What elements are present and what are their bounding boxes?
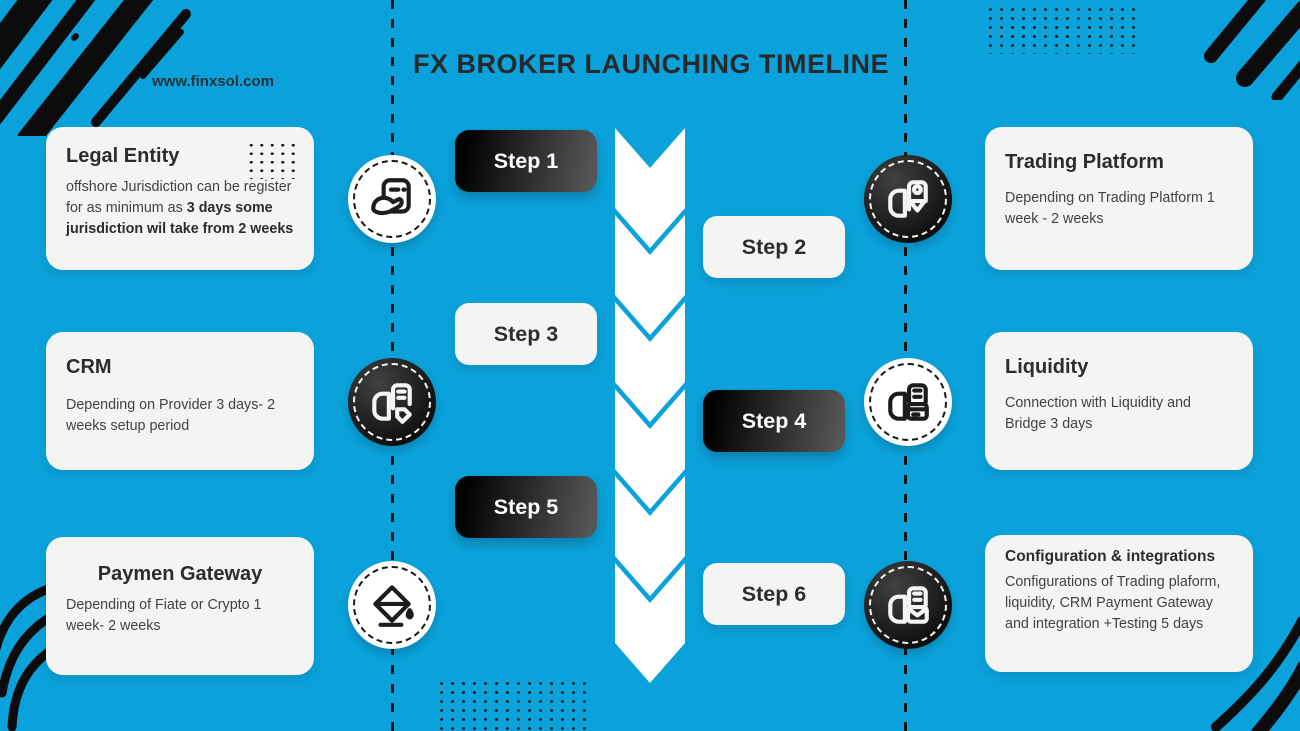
step-4-badge: Step 4 [703, 390, 845, 452]
card-crm: CRM Depending on Provider 3 days- 2 week… [46, 332, 314, 470]
card-liquidity-title: Liquidity [1005, 356, 1089, 378]
dashed-ring [353, 363, 431, 441]
card-payment-gateway-body: Depending of Fiate or Crypto 1 week- 2 w… [66, 597, 262, 635]
card-liquidity-body: Connection with Liquidity and Bridge 3 d… [1005, 395, 1191, 433]
payment-pour-icon [373, 585, 414, 627]
website-url: www.finxsol.com [152, 73, 274, 90]
card-legal-entity: Legal Entity offshore Jurisdiction can b… [46, 127, 314, 270]
step-5-label: Step 5 [493, 494, 559, 519]
dashed-ring [869, 160, 947, 238]
dashed-ring [869, 566, 947, 644]
card-crm-body: Depending on Provider 3 days- 2 weeks se… [66, 397, 276, 435]
step-1-label: Step 1 [493, 148, 559, 173]
hand-document-icon [371, 178, 411, 216]
trading-platform-icon-circle [864, 155, 952, 243]
step-2-badge: Step 2 [703, 216, 845, 278]
step-6-label: Step 6 [741, 581, 807, 606]
document-card-icon [888, 383, 929, 421]
card-trading-platform: Trading Platform Depending on Trading Pl… [985, 127, 1253, 270]
dot-grid-bottom-center [436, 679, 586, 731]
card-payment-gateway-title: Paymen Gateway [97, 563, 263, 585]
legal-entity-icon-circle [348, 155, 436, 243]
card-liquidity: Liquidity Connection with Liquidity and … [985, 332, 1253, 470]
page-title: FX BROKER LAUNCHING TIMELINE [413, 49, 889, 79]
step-2-label: Step 2 [741, 234, 807, 259]
legal-body-prefix: offshore Jurisdiction can be register fo… [66, 179, 292, 217]
document-tag-icon [372, 383, 412, 424]
card-legal-entity-title: Legal Entity [66, 145, 180, 167]
dot-grid-legal-card [246, 141, 302, 179]
timeline-arrow [615, 128, 685, 683]
card-configuration-body: Configurations of Trading plaform, liqui… [1005, 574, 1221, 633]
card-configuration-integrations: Configuration & integrations Configurati… [985, 535, 1253, 672]
step-1-badge: Step 1 [455, 130, 597, 192]
step-4-label: Step 4 [741, 408, 807, 433]
dashed-ring [869, 363, 947, 441]
step-6-badge: Step 6 [703, 563, 845, 625]
brush-strokes-top-right [1204, 0, 1300, 100]
brush-strokes-top-left [0, 0, 191, 136]
liquidity-icon-circle [864, 358, 952, 446]
step-3-badge: Step 3 [455, 303, 597, 365]
card-payment-gateway: Paymen Gateway Depending of Fiate or Cry… [46, 537, 314, 675]
step-5-badge: Step 5 [455, 476, 597, 538]
card-legal-entity-body: offshore Jurisdiction can be register fo… [66, 177, 294, 240]
legal-body-bold-2: some jurisdiction wil take from 2 weeks [66, 200, 294, 238]
document-mail-icon [888, 586, 929, 624]
configuration-icon-circle [864, 561, 952, 649]
step-3-label: Step 3 [493, 321, 559, 346]
dashed-ring [353, 566, 431, 644]
card-trading-platform-title: Trading Platform [1005, 151, 1164, 173]
card-crm-title: CRM [66, 356, 112, 378]
payment-gateway-icon-circle [348, 561, 436, 649]
card-trading-platform-body: Depending on Trading Platform 1 week - 2… [1005, 190, 1215, 228]
dot-grid-top-right [985, 5, 1135, 54]
dashed-ring [353, 160, 431, 238]
document-user-icon [888, 180, 928, 218]
legal-body-bold-1: 3 days [186, 200, 232, 217]
crm-icon-circle [348, 358, 436, 446]
card-configuration-title: Configuration & integrations [1005, 548, 1216, 565]
